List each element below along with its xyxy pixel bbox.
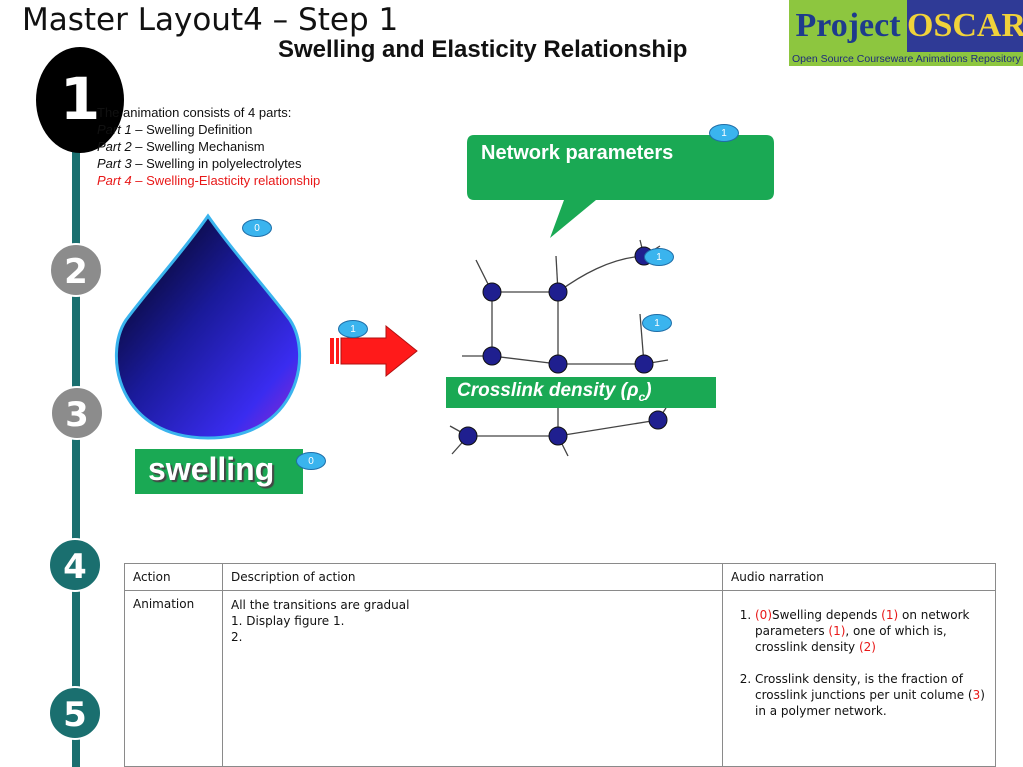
part-label: Part 4 [97,173,132,188]
part-text: – Swelling Definition [131,122,253,137]
part-item: Part 1 – Swelling Definition [97,121,320,138]
step-5-number: 5 [63,695,87,735]
step-2-number: 2 [64,252,88,292]
cell-description: All the transitions are gradual 1. Displ… [222,590,723,767]
narration-list: (0)Swelling depends (1) on network param… [731,607,987,719]
crosslink-node [482,282,502,302]
parts-list: The animation consists of 4 parts: Part … [97,104,320,189]
part-text: – Swelling-Elasticity relationship [131,173,321,188]
step-1-number: 1 [60,65,100,133]
swelling-drop [114,213,302,440]
step-2-button[interactable] [49,243,103,297]
header-audio: Audio narration [722,563,996,591]
crosslink-density-label: Crosslink density (ρc) [457,380,652,404]
part-item: Part 2 – Swelling Mechanism [97,138,320,155]
badge-node-mid: 1 [642,314,672,332]
header-action: Action [124,563,223,591]
slide-title: Swelling and Elasticity Relationship [278,36,688,63]
swelling-label-box [135,449,303,494]
parts-intro: The animation consists of 4 parts: [97,105,292,120]
desc-step: 2. [231,630,243,644]
table-row: Animation All the transitions are gradua… [124,590,996,767]
narration-item: Crosslink density, is the fraction of cr… [755,671,987,719]
crosslink-density-box [446,377,716,408]
action-table: Action Description of action Audio narra… [124,563,996,767]
cell-action: Animation [124,590,223,767]
header-description: Description of action [222,563,723,591]
badge-drop: 0 [242,219,272,237]
crosslink-node [548,282,568,302]
badge-callout: 1 [709,124,739,142]
swelling-drop-figure [114,213,302,440]
crosslink-node [548,426,568,446]
step-1-current[interactable] [36,47,124,153]
part-item: Part 3 – Swelling in polyelectrolytes [97,155,320,172]
network-parameters-callout [467,135,774,238]
part-text: – Swelling Mechanism [131,139,265,154]
step-3-number: 3 [65,395,89,435]
narration-item: (0)Swelling depends (1) on network param… [755,607,987,655]
logo-subtitle: Open Source Courseware Animations Reposi… [789,52,1023,66]
swelling-label: swelling [148,451,275,487]
project-oscar-logo: Project OSCAR Open Source Courseware Ani… [789,0,1023,66]
desc-step: 1. Display figure 1. [231,614,345,628]
cell-narration: (0)Swelling depends (1) on network param… [722,590,996,767]
crosslink-node [482,346,502,366]
step-3-button[interactable] [50,386,104,440]
step-navigation: 1 2 3 4 5 [36,47,124,767]
crosslink-node [634,354,654,374]
right-arrow-icon [330,324,418,378]
badge-arrow: 1 [338,320,368,338]
step-4-button[interactable] [48,538,102,592]
step-4-number: 4 [63,547,87,587]
crosslink-node [458,426,478,446]
badge-node-top: 1 [644,248,674,266]
crosslink-text: Crosslink density (ρ [457,380,639,401]
badge-swelling: 0 [296,452,326,470]
polymer-network-diagram [449,239,669,457]
crosslink-node [548,354,568,374]
desc-intro: All the transitions are gradual [231,598,410,612]
step-5-button[interactable] [48,686,102,740]
table-header-row: Action Description of action Audio narra… [124,563,996,591]
master-title: Master Layout4 – Step 1 [22,2,399,38]
logo-project-text: Project [789,0,907,52]
part-label: Part 2 [97,139,132,154]
logo-oscar-text: OSCAR [907,0,1023,52]
crosslink-subscript: c [638,389,646,404]
network-parameters-text: Network parameters [481,142,674,164]
crosslink-close: ) [645,380,652,401]
part-item-active: Part 4 – Swelling-Elasticity relationshi… [97,172,320,189]
crosslink-node [648,410,668,430]
part-text: – Swelling in polyelectrolytes [131,156,302,171]
part-label: Part 3 [97,156,132,171]
part-label: Part 1 [97,122,132,137]
